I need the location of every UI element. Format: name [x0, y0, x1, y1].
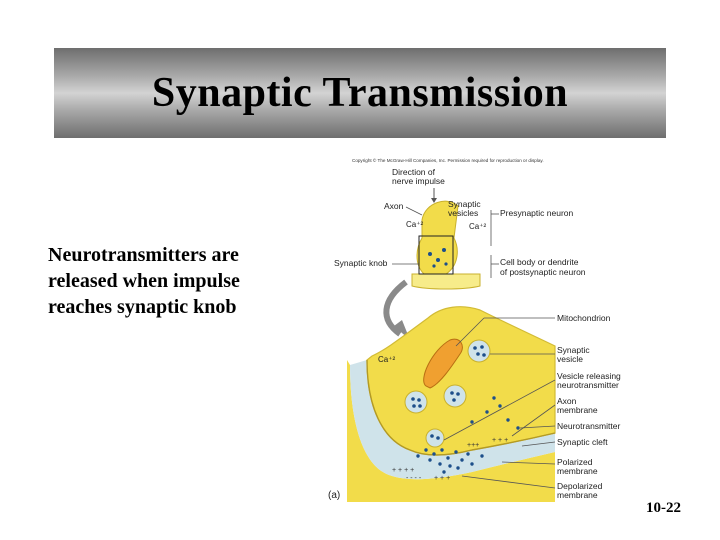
- axon-membrane-label-2: membrane: [557, 405, 598, 415]
- direction-label-2: nerve impulse: [392, 176, 445, 186]
- synaptic-vesicle-2: [443, 384, 467, 408]
- body-line-3: reaches synaptic knob: [48, 296, 237, 318]
- synaptic-vesicle-1: [467, 339, 491, 363]
- depolarized-membrane-label-2: membrane: [557, 490, 598, 500]
- synaptic-knob-label: Synaptic knob: [334, 258, 388, 268]
- plus-charges-bottom: + + +: [434, 475, 450, 482]
- mitochondrion-label: Mitochondrion: [557, 313, 611, 323]
- releasing-vesicle: [425, 428, 445, 448]
- axon-label: Axon: [384, 201, 404, 211]
- plus-charges-right: + + +: [492, 437, 508, 444]
- body-line-2: released when impulse: [48, 270, 240, 292]
- synaptic-vesicle-label-1: Synaptic: [557, 345, 590, 355]
- cell-body-label-1: Cell body or dendrite: [500, 257, 579, 267]
- synaptic-vesicle-3: [404, 390, 428, 414]
- slide-number: 10-22: [646, 500, 681, 516]
- presynaptic-axon-shape: [416, 200, 459, 275]
- synaptic-vesicles-label-2: vesicles: [448, 208, 478, 218]
- minus-charges-lower: - - - -: [406, 475, 422, 482]
- vesicle-releasing-label-2: neurotransmitter: [557, 380, 619, 390]
- synaptic-vesicle-label-2: vesicle: [557, 354, 583, 364]
- neurotransmitter-dots: [416, 396, 520, 474]
- slide-title: Synaptic Transmission: [151, 70, 569, 116]
- ca-label-top-left: Ca⁺²: [406, 220, 423, 229]
- body-text: Neurotransmitters are released when impu…: [48, 242, 308, 320]
- plus-charges-lower: + + + +: [392, 467, 414, 474]
- direction-label-1: Direction of: [392, 167, 436, 177]
- depolarized-membrane-label-1: Depolarized: [557, 481, 603, 491]
- polarized-membrane-label-2: membrane: [557, 466, 598, 476]
- neurotransmitter-label: Neurotransmitter: [557, 421, 620, 431]
- presynaptic-neuron-label: Presynaptic neuron: [500, 208, 574, 218]
- plus-charges-upper: +++: [467, 442, 479, 449]
- title-bar: Synaptic Transmission: [54, 48, 666, 138]
- ca-label-lower: Ca⁺²: [378, 355, 395, 364]
- synaptic-cleft-label: Synaptic cleft: [557, 437, 608, 447]
- synaptic-vesicles-label-1: Synaptic: [448, 199, 481, 209]
- copyright-text: Copyright © The McGraw-Hill Companies, I…: [352, 157, 544, 163]
- cell-body-label-2: of postsynaptic neuron: [500, 267, 586, 277]
- synapse-figure: Copyright © The McGraw-Hill Companies, I…: [328, 157, 621, 502]
- magnify-arrow: [383, 279, 408, 337]
- synaptic-knob-box: [418, 235, 454, 275]
- body-line-1: Neurotransmitters are: [48, 244, 239, 266]
- polarized-membrane-label-1: Polarized: [557, 457, 593, 467]
- ca-label-top-right: Ca⁺²: [469, 222, 486, 231]
- axon-membrane-label-1: Axon: [557, 396, 577, 406]
- postsynaptic-region: [347, 360, 555, 502]
- mitochondrion-shape: [423, 338, 463, 389]
- panel-label: (a): [328, 490, 340, 501]
- vesicle-releasing-label-1: Vesicle releasing: [557, 371, 621, 381]
- postsynaptic-cell-shape: [411, 273, 481, 290]
- synaptic-cleft: [350, 360, 555, 480]
